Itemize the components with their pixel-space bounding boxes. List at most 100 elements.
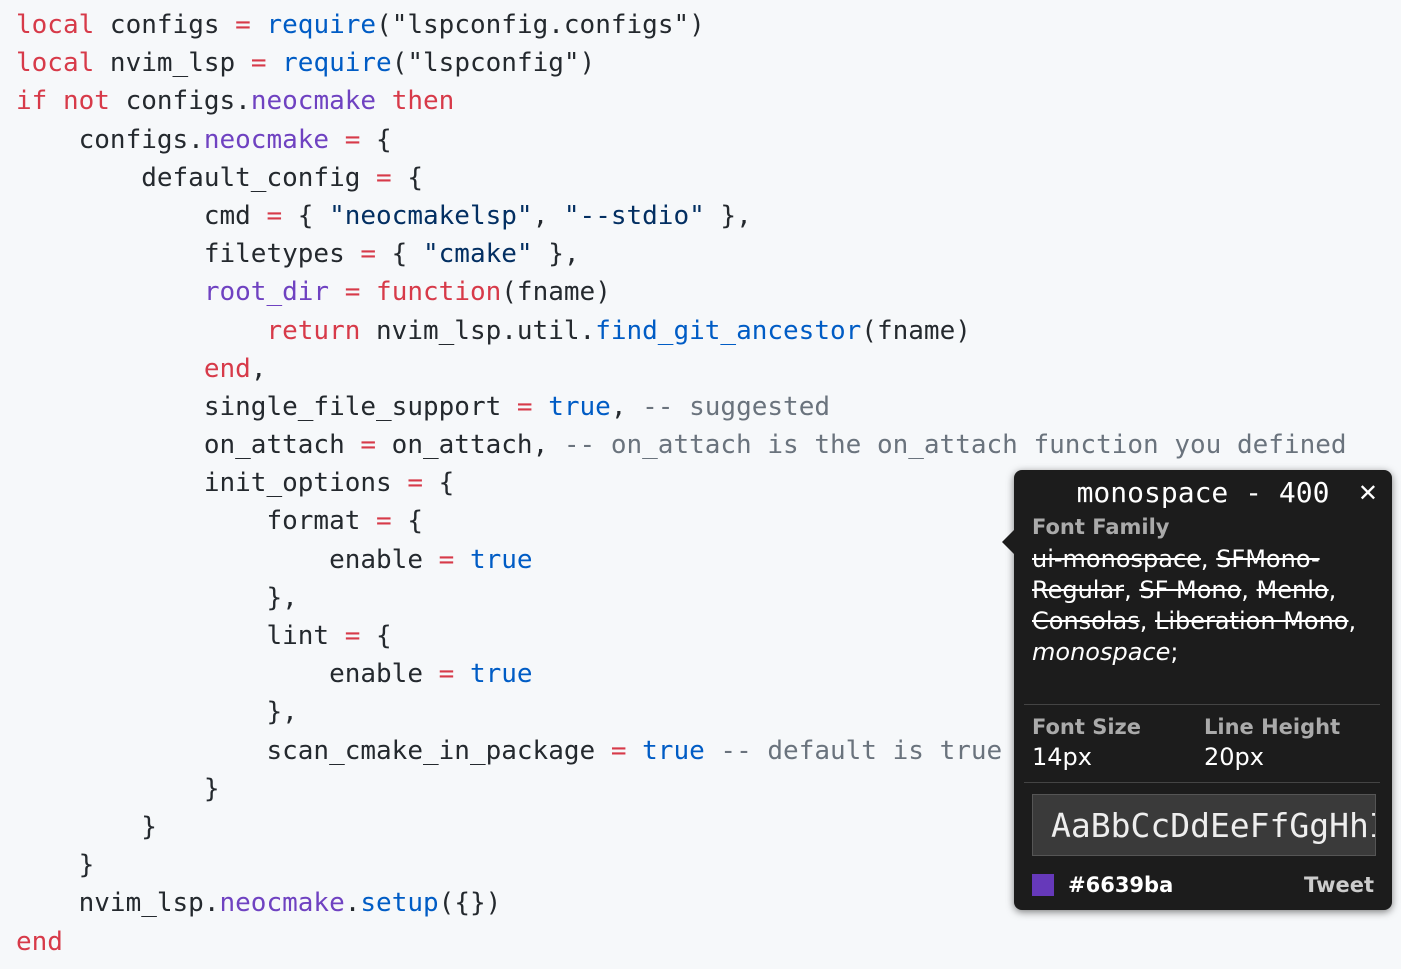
code-line: } [16,808,1347,846]
code-token: init_options [16,468,408,499]
code-token: , [610,391,643,422]
close-icon[interactable]: ✕ [1357,479,1378,507]
code-line: local nvim_lsp = require("lspconfig") [16,44,1347,82]
code-token: true [469,659,533,690]
code-token: local [16,48,95,79]
code-token: = [610,735,627,766]
code-token: (fname) [861,315,971,346]
code-token: -- suggested [642,391,830,422]
code-token: require [282,48,392,79]
code-token: } [16,850,95,881]
struck-font: Consolas [1032,607,1140,635]
code-token: enable [16,544,439,575]
code-line: }, [16,579,1347,617]
code-view: local configs = require ("lspconfig.confi… [16,6,1347,961]
code-token: = [360,239,377,270]
code-token: lint [16,621,345,651]
code-token: = [516,391,533,422]
code-token: = [344,124,361,155]
code-line: init_options = { [16,464,1347,502]
code-line: }, [16,693,1347,731]
code-token: cmd [16,200,267,231]
code-line: default_config = { [16,159,1347,197]
code-token: }, [16,697,298,728]
code-token: ("lspconfig.configs") [376,10,705,40]
font-inspector-popup: monospace - 400 ✕ Font Family ui-monospa… [1002,470,1392,910]
code-token: nvim_lsp [94,48,251,79]
code-token [376,86,392,116]
code-token: scan_cmake_in_package [16,735,611,766]
code-token: enable [16,659,439,690]
code-token: = [438,544,455,575]
code-token: }, [16,582,298,613]
code-line: configs.neocmake = { [16,121,1347,159]
code-token: { [360,621,392,651]
divider [1024,782,1380,783]
code-line: if not configs.neocmake then [16,82,1347,120]
code-token [329,277,345,307]
code-token: on_attach, [376,430,564,461]
code-line: } [16,770,1347,808]
code-token: neocmake [203,124,330,155]
code-token: }, [532,239,580,270]
code-token: { [282,200,330,231]
code-token: true [642,735,705,766]
code-token: then [391,86,455,117]
struck-font: ui-monospace [1032,545,1201,573]
code-token: = [407,468,423,499]
code-token [266,48,282,78]
code-token: -- default is true [720,735,1003,766]
code-token: { [423,468,455,499]
code-token [626,736,642,766]
code-line: format = { [16,502,1347,540]
code-token: { [391,506,423,537]
code-token: = [376,162,392,193]
code-token: end [203,353,251,384]
code-line: nvim_lsp.neocmake.setup({}) [16,884,1347,922]
code-token: find_git_ancestor [595,315,862,346]
code-token: true [469,544,533,575]
code-token: on_attach [16,430,361,461]
struck-font: SF Mono [1139,576,1242,604]
code-token: }, [704,200,752,231]
font-family-label: Font Family [1032,515,1170,539]
code-token: = [376,506,392,537]
code-token [454,659,470,689]
code-token: { [391,162,423,193]
code-line: } [16,846,1347,884]
line-height-value: 20px [1204,743,1264,771]
font-sample: AaBbCcDdEeFfGgHhIiJjKkLlMmNnOoPpQqRrSsTt… [1032,794,1376,856]
code-token: neocmake [250,86,377,117]
struck-font: Liberation Mono [1154,607,1349,635]
code-token: setup [360,888,439,919]
code-token: default_config [16,162,377,193]
code-token: { [360,124,392,155]
code-token [16,316,266,346]
font-size-value: 14px [1032,743,1092,771]
code-token: configs [94,10,236,40]
font-size-label: Font Size [1032,715,1142,739]
popup-title: monospace - 400 [1076,476,1330,509]
divider [1024,704,1380,705]
tweet-button[interactable]: Tweet [1304,873,1374,897]
code-token [251,10,267,40]
color-hex: #6639ba [1068,873,1174,897]
code-line: on_attach = on_attach, -- on_attach is t… [16,426,1347,464]
code-line: scan_cmake_in_package = true -- default … [16,732,1347,770]
struck-font: SFMono-Regular [1032,545,1320,604]
code-token [533,392,549,422]
code-line: single_file_support = true, -- suggested [16,388,1347,426]
code-token: nvim_lsp.util. [360,315,596,346]
code-token: not [62,86,110,117]
code-token [47,86,63,116]
code-token: configs. [109,86,251,117]
code-token: { [376,239,423,270]
code-line: enable = true [16,541,1347,579]
code-token: if [16,86,48,117]
code-token: } [16,811,157,842]
code-line: enable = true [16,655,1347,693]
code-token: true [548,391,611,422]
code-token [454,545,470,575]
code-line: filetypes = { "cmake" }, [16,235,1347,273]
code-token [16,354,204,384]
